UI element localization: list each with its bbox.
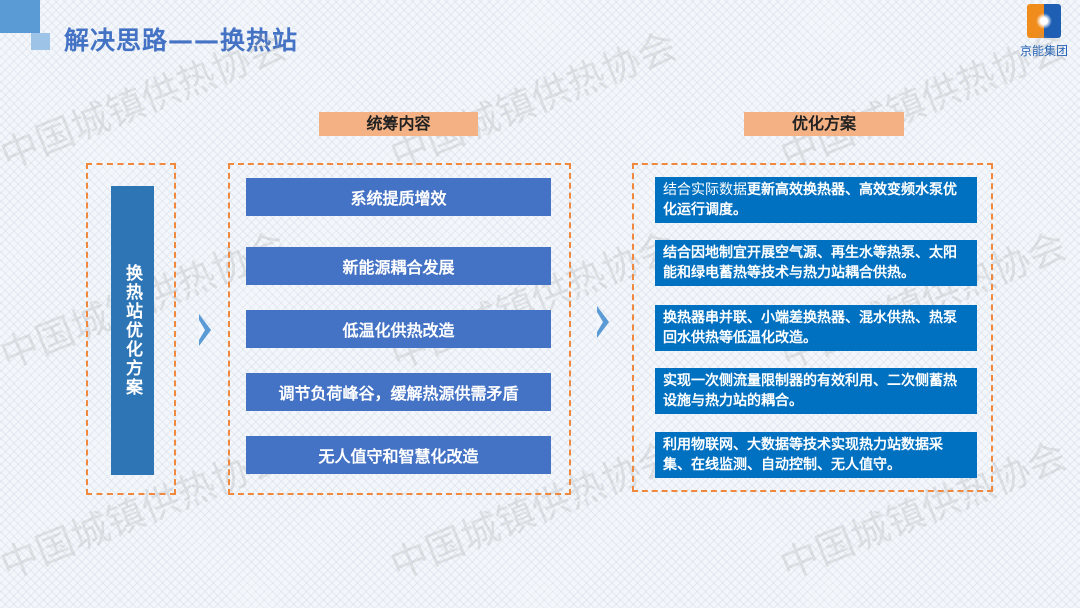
logo-text: 京能集团 xyxy=(1019,44,1068,58)
company-logo: 京能集团 xyxy=(1012,4,1076,64)
chevron-right-icon xyxy=(199,314,211,346)
content-item: 调节负荷峰谷，缓解热源供需矛盾 xyxy=(246,373,551,411)
logo-star-icon xyxy=(1027,4,1061,38)
content-item: 无人值守和智慧化改造 xyxy=(246,436,551,474)
right-dashed-frame xyxy=(632,163,993,492)
content-item: 低温化供热改造 xyxy=(246,310,551,348)
left-dashed-frame xyxy=(86,163,176,495)
plan-text: 实现一次侧流量限制器的有效利用、二次侧蓄热设施与热力站的耦合。 xyxy=(663,373,957,409)
plan-item: 换热器串并联、小端差换热器、混水供热、热泵回水供热等低温化改造。 xyxy=(655,305,977,351)
plan-text: 利用物联网、大数据等技术实现热力站数据采集、在线监测、自动控制、无人值守。 xyxy=(663,437,943,473)
plan-item: 结合因地制宜开展空气源、再生水等热泵、太阳能和绿电蓄热等技术与热力站耦合供热。 xyxy=(655,240,977,286)
decor-square-small xyxy=(31,33,50,50)
plan-item: 利用物联网、大数据等技术实现热力站数据采集、在线监测、自动控制、无人值守。 xyxy=(655,432,977,478)
watermark: 中国城镇供热协会 xyxy=(384,23,683,179)
content-item: 系统提质增效 xyxy=(246,178,551,216)
page-title: 解决思路——换热站 xyxy=(64,26,299,55)
plan-item: 实现一次侧流量限制器的有效利用、二次侧蓄热设施与热力站的耦合。 xyxy=(655,368,977,414)
plan-text: 结合因地制宜开展空气源、再生水等热泵、太阳能和绿电蓄热等技术与热力站耦合供热。 xyxy=(663,245,957,281)
right-header: 优化方案 xyxy=(744,112,904,136)
decor-square xyxy=(0,0,40,33)
content-item: 新能源耦合发展 xyxy=(246,247,551,285)
plan-text: 更新高效换热器、高效变频水泵优化运行调度。 xyxy=(663,182,957,218)
middle-dashed-frame xyxy=(228,163,571,495)
left-label: 换热站优化方案 xyxy=(111,186,154,475)
middle-header: 统筹内容 xyxy=(319,112,478,136)
plan-item: 结合实际数据更新高效换热器、高效变频水泵优化运行调度。 xyxy=(655,177,977,223)
plan-prefix: 结合实际数据 xyxy=(663,182,747,198)
plan-text: 换热器串并联、小端差换热器、混水供热、热泵回水供热等低温化改造。 xyxy=(663,310,957,346)
chevron-right-icon xyxy=(597,306,609,338)
